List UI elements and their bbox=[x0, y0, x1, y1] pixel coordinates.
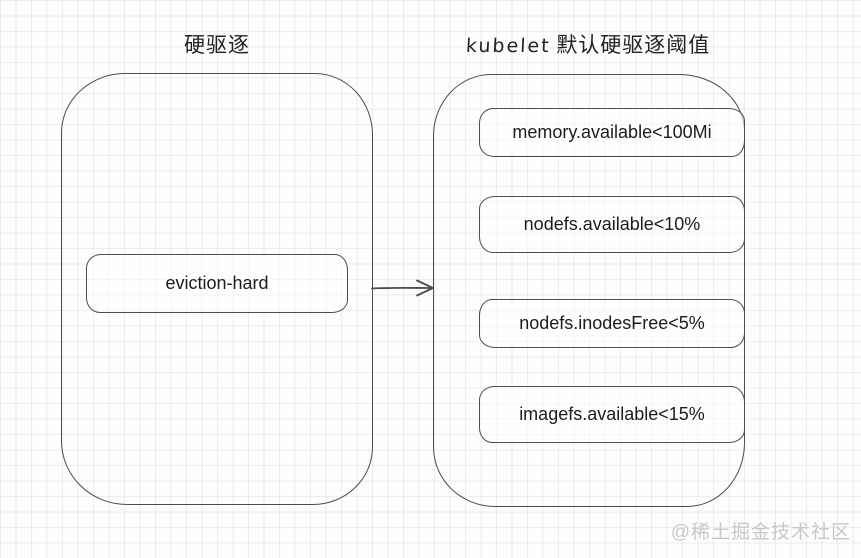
threshold-node-memory-available: memory.available<100Mi bbox=[479, 108, 745, 157]
arrow-right-icon bbox=[371, 279, 434, 297]
eviction-hard-node: eviction-hard bbox=[86, 254, 348, 313]
right-group-title-text: 默认硬驱逐阈值 bbox=[556, 34, 711, 57]
eviction-hard-node-label: eviction-hard bbox=[165, 273, 269, 293]
kubelet-thresholds-container bbox=[433, 74, 745, 507]
threshold-label: memory.available<100Mi bbox=[512, 122, 712, 142]
left-group-title: 硬驱逐 bbox=[184, 34, 250, 57]
threshold-node-imagefs-available: imagefs.available<15% bbox=[479, 386, 745, 443]
threshold-node-nodefs-inodesfree: nodefs.inodesFree<5% bbox=[479, 299, 745, 348]
threshold-label: nodefs.available<10% bbox=[523, 214, 701, 234]
watermark-text: @稀土掘金技术社区 bbox=[670, 522, 851, 543]
threshold-label: nodefs.inodesFree<5% bbox=[519, 313, 705, 333]
threshold-node-nodefs-available: nodefs.available<10% bbox=[479, 196, 745, 253]
kubelet-label: kubelet bbox=[465, 35, 551, 57]
threshold-label: imagefs.available<15% bbox=[519, 404, 705, 424]
